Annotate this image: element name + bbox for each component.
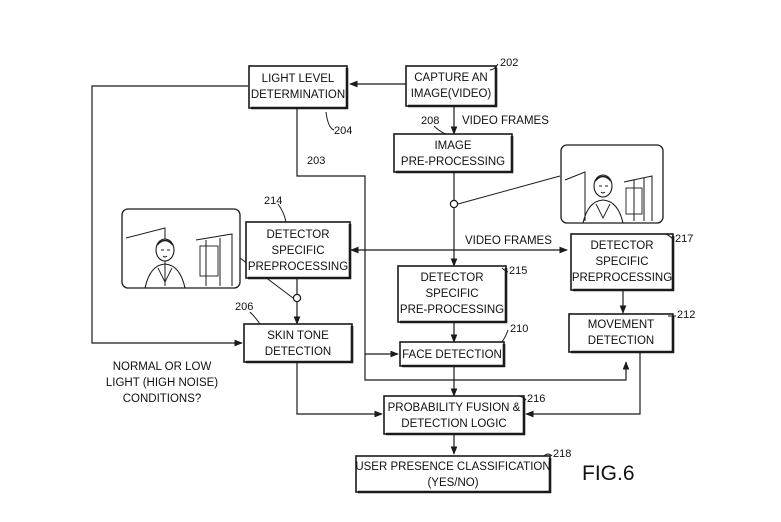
video-frames-label-top: VIDEO FRAMES: [462, 115, 549, 127]
face-photo-left: [121, 208, 241, 289]
ref-212: 212: [677, 309, 695, 321]
ref-215: 215: [509, 265, 527, 277]
junction-node-skin: [292, 293, 302, 303]
classification-text: USER PRESENCE CLASSIFICATION(YES/NO): [355, 461, 550, 489]
reference-numerals: 202 204 203 208 214 206 215 210 217 212 …: [235, 57, 695, 460]
ref-218: 218: [553, 448, 571, 460]
classification-box: USER PRESENCE CLASSIFICATION(YES/NO): [355, 455, 552, 494]
ref-203: 203: [307, 155, 325, 167]
face-photo-right: [560, 144, 664, 224]
ref-208: 208: [421, 115, 439, 127]
fusion-box: PROBABILITY FUSION &DETECTION LOGIC: [383, 395, 526, 436]
ref-216: 216: [527, 393, 545, 405]
ref-206: 206: [235, 301, 253, 313]
face-detection-text: FACE DETECTION: [402, 349, 502, 361]
video-frames-label-mid: VIDEO FRAMES: [465, 235, 552, 247]
ref-202: 202: [500, 57, 518, 69]
junction-node-video: [449, 199, 459, 209]
ref-214: 214: [264, 195, 282, 207]
ref-217: 217: [675, 233, 693, 245]
figure-label: FIG.6: [582, 462, 635, 485]
face-detection-box: FACE DETECTION: [399, 341, 506, 368]
ref-204: 204: [334, 125, 352, 137]
fusion-text: PROBABILITY FUSION &DETECTION LOGIC: [388, 402, 521, 430]
ref-210: 210: [510, 323, 528, 335]
